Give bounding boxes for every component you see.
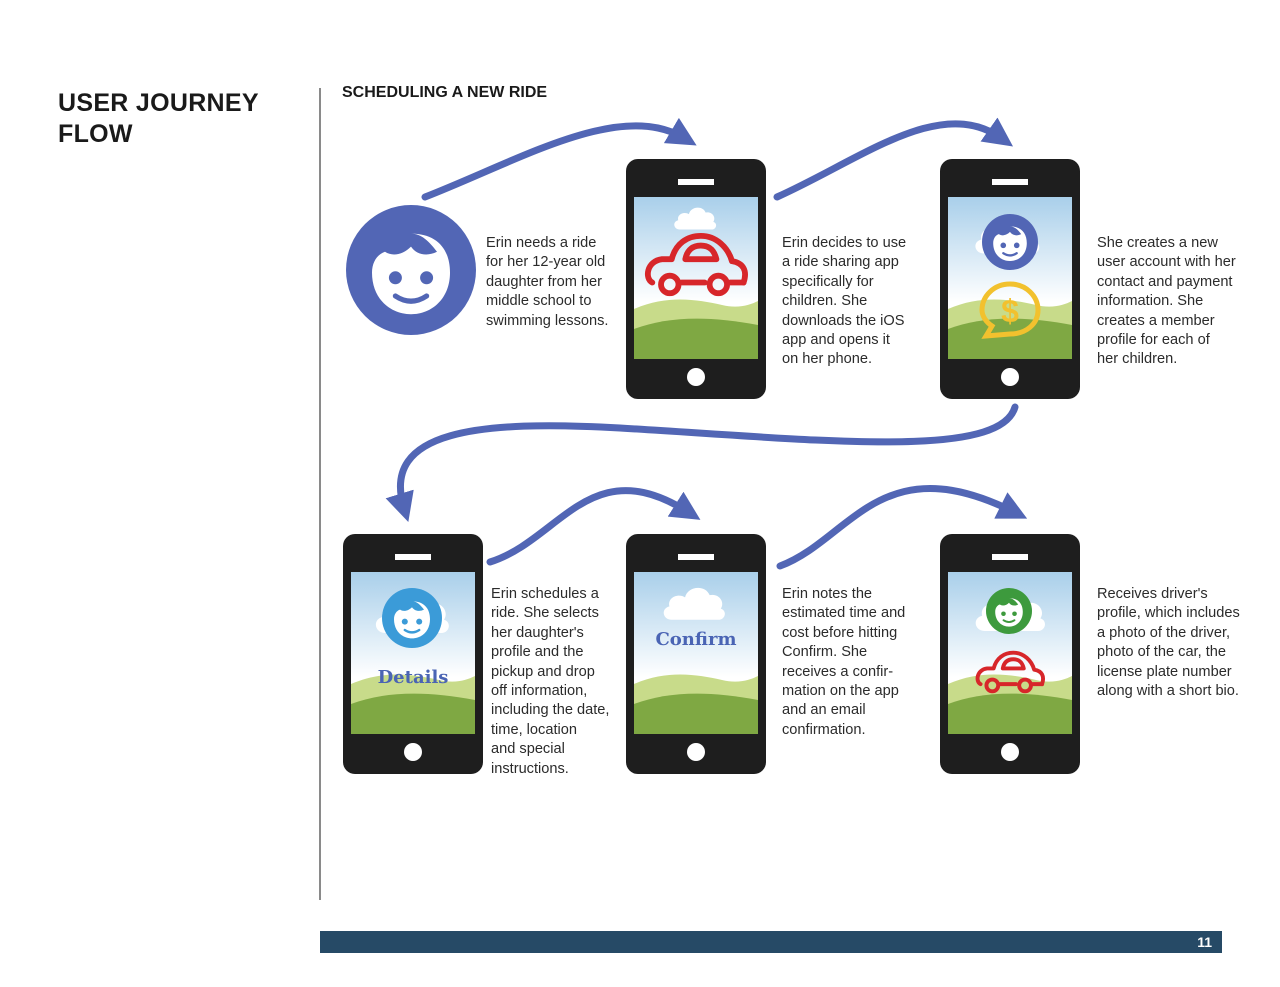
step-5-line: Confirm. She	[782, 644, 868, 661]
step-1-line: for her 12-year old	[486, 254, 606, 271]
step-1-line: middle school to	[486, 293, 592, 310]
dollar-coin-icon: $	[979, 281, 1041, 339]
flow-arrow-3	[385, 403, 1019, 523]
step-6-line: Receives driver's	[1097, 586, 1208, 602]
step-4-line: and special	[491, 741, 565, 758]
details-screen-label: Details	[378, 667, 449, 688]
step-3-line: her children.	[1097, 351, 1178, 368]
step-4-line: Erin schedules a	[491, 586, 599, 602]
step-2-line: app and opens it	[782, 332, 890, 349]
flow-arrow-2	[773, 117, 1014, 201]
step-1-description: Erin needs a ride for her 12-year old da…	[486, 234, 608, 331]
step-4-line: her daughter's	[491, 624, 584, 641]
step-1-line: Erin needs a ride	[486, 235, 597, 251]
step-5-line: confirmation.	[782, 721, 866, 738]
step-4-line: including the date,	[491, 702, 610, 719]
step-4-line: ride. She selects	[491, 605, 599, 622]
phone-driver-profile-icon	[940, 534, 1080, 774]
step-6-line: photo of the car, the	[1097, 644, 1227, 661]
phone-profile-payment-icon: $	[940, 159, 1080, 399]
step-5-line: estimated time and	[782, 605, 906, 622]
phone-car-icon	[626, 159, 766, 399]
vertical-divider	[319, 88, 321, 900]
flow-arrow-4	[486, 487, 701, 566]
step-2-description: Erin decides to use a ride sharing app s…	[782, 234, 906, 370]
step-4-line: profile and the	[491, 644, 584, 661]
step-1-line: swimming lessons.	[486, 312, 609, 329]
page-number: 11	[1197, 934, 1212, 950]
step-2-line: a ride sharing app	[782, 254, 899, 271]
step-6-description: Receives driver's profile, which include…	[1097, 585, 1240, 701]
step-2-line: specifically for	[782, 273, 874, 290]
step-6-line: profile, which includes	[1097, 605, 1240, 622]
step-2-line: downloads the iOS	[782, 312, 905, 329]
section-title: SCHEDULING A NEW RIDE	[342, 84, 548, 101]
step-3-line: She creates a new	[1097, 235, 1218, 251]
step-3-line: information. She	[1097, 293, 1204, 310]
step-4-description: Erin schedules a ride. She selects her d…	[491, 585, 609, 779]
confirm-screen-label: Confirm	[655, 629, 736, 650]
step-3-description: She creates a new user account with her …	[1097, 234, 1236, 370]
step-4-line: instructions.	[491, 760, 569, 777]
step-5-line: receives a confir-	[782, 663, 894, 680]
user-avatar-icon	[346, 205, 476, 335]
page-title-line-2: FLOW	[58, 120, 133, 148]
step-3-line: user account with her	[1097, 254, 1236, 271]
step-6-line: along with a short bio.	[1097, 683, 1239, 700]
flow-arrow-1	[421, 117, 697, 201]
step-5-description: Erin notes the estimated time and cost b…	[782, 585, 905, 740]
step-6-line: a photo of the driver,	[1097, 624, 1231, 641]
step-3-line: creates a member	[1097, 312, 1215, 329]
step-4-line: time, location	[491, 721, 577, 738]
step-5-line: mation on the app	[782, 683, 899, 700]
step-4-line: off information,	[491, 683, 588, 700]
step-2-line: children. She	[782, 293, 868, 310]
step-1-line: daughter from her	[486, 273, 603, 290]
step-5-line: and an email	[782, 702, 866, 719]
step-5-line: Erin notes the	[782, 586, 873, 602]
step-2-line: on her phone.	[782, 351, 873, 368]
step-3-line: profile for each of	[1097, 332, 1210, 349]
phone-details-icon: Details	[343, 534, 483, 774]
svg-text:$: $	[1001, 293, 1019, 329]
footer-bar: 11	[320, 931, 1222, 953]
page-title: USER JOURNEY FLOW	[58, 88, 259, 150]
step-3-line: contact and payment	[1097, 273, 1233, 290]
flow-arrow-5	[776, 485, 1028, 570]
page-title-line-1: USER JOURNEY	[58, 89, 259, 117]
step-2-line: Erin decides to use	[782, 235, 907, 251]
phone-confirm-icon: Confirm	[626, 534, 766, 774]
step-5-line: cost before hitting	[782, 624, 898, 641]
step-6-line: license plate number	[1097, 663, 1232, 680]
step-4-line: pickup and drop	[491, 663, 595, 680]
